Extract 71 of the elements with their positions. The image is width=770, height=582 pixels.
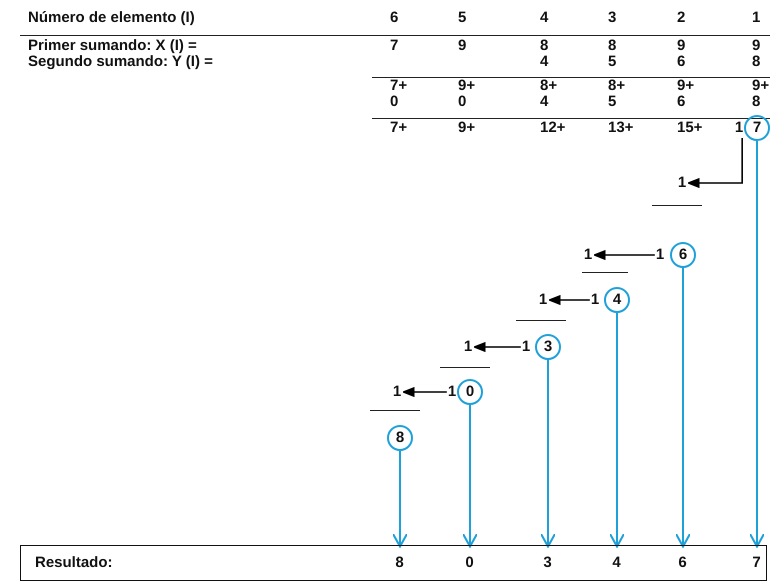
carry-arrow bbox=[474, 342, 521, 352]
partial-sum: 7+ bbox=[390, 78, 408, 94]
digit: 4 bbox=[540, 54, 548, 70]
digit: 0 bbox=[458, 94, 466, 110]
digit: 7 bbox=[390, 38, 398, 54]
partial-sum: 15+ bbox=[677, 120, 702, 136]
tens-digit: 1 bbox=[448, 384, 456, 400]
digit: 6 bbox=[677, 54, 686, 70]
column-number: 1 bbox=[752, 10, 760, 26]
carry-digit: 1 bbox=[392, 384, 402, 400]
digit: 9 bbox=[677, 38, 686, 54]
arrow bbox=[608, 313, 626, 548]
digit: 9 bbox=[458, 38, 466, 54]
arrow bbox=[462, 405, 478, 548]
arrow bbox=[674, 268, 692, 548]
digit: 8 bbox=[540, 38, 548, 54]
carry-arrow bbox=[402, 386, 447, 398]
partial-sum: 13+ bbox=[608, 120, 634, 136]
column-number: 3 bbox=[608, 10, 616, 26]
result-label: Resultado: bbox=[35, 555, 113, 571]
tens-digit: 1 bbox=[522, 339, 530, 355]
result-digit: 3 bbox=[543, 554, 552, 570]
digit: 8 bbox=[752, 94, 760, 110]
digit: 9 bbox=[752, 38, 760, 54]
carry-digit: 1 bbox=[678, 175, 686, 191]
partial-sum: 9+ bbox=[458, 120, 476, 136]
digit: 8 bbox=[752, 54, 760, 70]
partial-sum: 7+ bbox=[390, 120, 408, 136]
result-box bbox=[20, 545, 767, 581]
row-label: Segundo sumando: Y (I) = bbox=[28, 54, 213, 70]
partial-sum: 9+ bbox=[752, 78, 770, 94]
carry-digit: 1 bbox=[464, 339, 472, 355]
carry-arrow bbox=[594, 250, 655, 260]
result-digit: 8 bbox=[395, 554, 404, 570]
arrow bbox=[392, 451, 408, 548]
arrow bbox=[540, 360, 556, 548]
digit: 4 bbox=[540, 94, 548, 110]
result-digit: 0 bbox=[465, 554, 474, 570]
digit: 5 bbox=[608, 94, 616, 110]
carry-arrow bbox=[688, 138, 743, 188]
carry-digit: 1 bbox=[538, 292, 548, 308]
circled-digit: 3 bbox=[535, 334, 561, 360]
circled-digit: 6 bbox=[670, 242, 696, 268]
carry-arrow bbox=[548, 294, 590, 306]
circled-digit: 8 bbox=[387, 425, 413, 451]
row-label: Primer sumando: X (I) = bbox=[28, 38, 197, 54]
partial-sum: 9+ bbox=[458, 78, 476, 94]
column-number: 5 bbox=[458, 10, 466, 26]
partial-sum: 8+ bbox=[608, 78, 626, 94]
digit: 6 bbox=[677, 94, 686, 110]
partial-sum: 8+ bbox=[540, 78, 558, 94]
digit: 5 bbox=[608, 54, 616, 70]
tens-digit: 1 bbox=[734, 120, 744, 136]
partial-sum: 12+ bbox=[540, 120, 566, 136]
partial-sum: 9+ bbox=[677, 78, 694, 94]
column-number: 2 bbox=[677, 10, 686, 26]
digit: 8 bbox=[608, 38, 616, 54]
tens-digit: 1 bbox=[590, 292, 600, 308]
arrow bbox=[748, 141, 766, 548]
circled-digit: 4 bbox=[604, 287, 630, 313]
result-digit: 4 bbox=[612, 554, 621, 570]
circled-digit: 7 bbox=[744, 115, 770, 141]
digit: 0 bbox=[390, 94, 398, 110]
result-digit: 7 bbox=[752, 554, 761, 570]
circled-digit: 0 bbox=[457, 379, 483, 405]
carry-digit: 1 bbox=[584, 247, 592, 263]
result-digit: 6 bbox=[678, 554, 687, 570]
column-number: 4 bbox=[540, 10, 548, 26]
tens-digit: 1 bbox=[656, 247, 664, 263]
row-label: Número de elemento (I) bbox=[28, 10, 195, 26]
column-number: 6 bbox=[390, 10, 398, 26]
